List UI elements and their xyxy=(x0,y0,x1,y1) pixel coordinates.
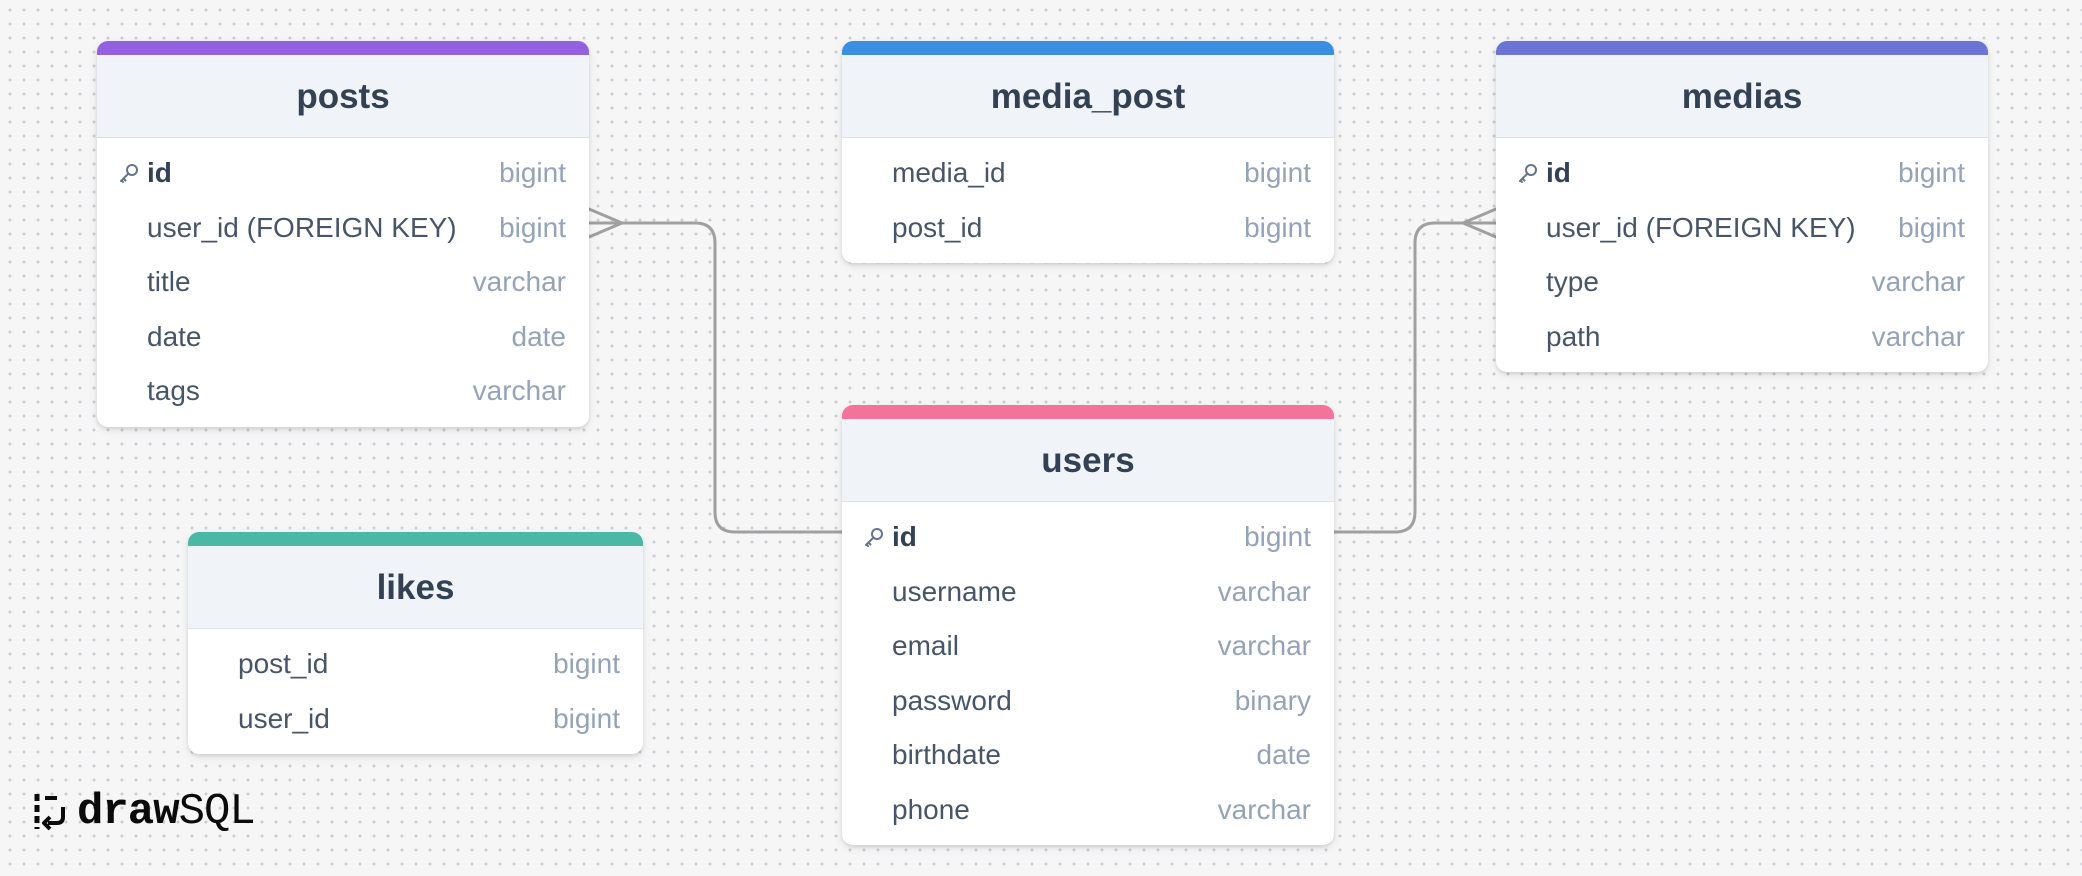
field-type: bigint xyxy=(553,648,620,680)
field-row-birthdate[interactable]: birthdate date xyxy=(842,728,1334,783)
field-row-date[interactable]: date date xyxy=(97,310,589,365)
field-row-path[interactable]: path varchar xyxy=(1496,310,1988,365)
field-name: user_id xyxy=(238,702,330,734)
field-row-tags[interactable]: tags varchar xyxy=(97,364,589,419)
table-users[interactable]: users id bigint username varchar email v… xyxy=(842,405,1334,845)
relation-users-posts[interactable] xyxy=(587,221,844,534)
field-name: post_id xyxy=(238,648,329,680)
field-name: password xyxy=(892,684,1012,716)
field-name: phone xyxy=(892,793,970,825)
crowfoot-medias-user-id xyxy=(1461,207,1498,239)
key-icon xyxy=(120,164,138,184)
field-row-password[interactable]: password binary xyxy=(842,674,1334,729)
field-name: user_id (FOREIGN KEY) xyxy=(1546,211,1856,243)
field-row-id[interactable]: id bigint xyxy=(1496,146,1988,201)
field-name: id xyxy=(147,157,172,189)
field-name: birthdate xyxy=(892,739,1001,771)
field-type: bigint xyxy=(1244,521,1311,553)
field-row-id[interactable]: id bigint xyxy=(97,146,589,201)
table-fields: post_id bigint user_id bigint xyxy=(188,629,643,754)
field-name: type xyxy=(1546,266,1599,298)
field-type: varchar xyxy=(1217,630,1311,662)
field-type: bigint xyxy=(1898,157,1965,189)
field-row-title[interactable]: title varchar xyxy=(97,255,589,310)
field-row-post-id[interactable]: post_id bigint xyxy=(842,201,1334,256)
table-header-users[interactable]: users xyxy=(842,405,1334,502)
table-header-media-post[interactable]: media_post xyxy=(842,41,1334,138)
table-header-posts[interactable]: posts xyxy=(97,41,589,138)
field-name: tags xyxy=(147,375,200,407)
field-type: bigint xyxy=(1244,157,1311,189)
logo-word-sql: SQL xyxy=(178,787,256,837)
field-name: username xyxy=(892,575,1017,607)
relation-users-medias[interactable] xyxy=(1332,221,1498,534)
table-fields: id bigint username varchar email varchar… xyxy=(842,502,1334,845)
table-posts[interactable]: posts id bigint user_id (FOREIGN KEY) bi… xyxy=(97,41,589,427)
table-title: posts xyxy=(296,76,390,116)
table-title: users xyxy=(1041,440,1135,480)
drawsql-logo: drawSQL xyxy=(31,787,256,837)
table-title: media_post xyxy=(990,76,1186,116)
field-type: varchar xyxy=(472,266,566,298)
field-name: id xyxy=(1546,157,1571,189)
field-row-user-id[interactable]: user_id bigint xyxy=(188,692,643,747)
table-medias[interactable]: medias id bigint user_id (FOREIGN KEY) b… xyxy=(1496,41,1988,372)
field-name: title xyxy=(147,266,191,298)
table-fields: media_id bigint post_id bigint xyxy=(842,138,1334,263)
field-name: id xyxy=(892,521,917,553)
crowfoot-posts-user-id xyxy=(587,207,624,239)
key-icon xyxy=(865,528,883,548)
table-title: medias xyxy=(1681,76,1803,116)
field-type: bigint xyxy=(1898,211,1965,243)
field-row-id[interactable]: id bigint xyxy=(842,510,1334,565)
drawsql-logo-text: drawSQL xyxy=(77,787,256,837)
field-name: user_id (FOREIGN KEY) xyxy=(147,211,457,243)
drawsql-logo-icon xyxy=(34,794,65,831)
field-row-media-id[interactable]: media_id bigint xyxy=(842,146,1334,201)
field-type: bigint xyxy=(553,702,620,734)
field-row-phone[interactable]: phone varchar xyxy=(842,783,1334,838)
table-header-medias[interactable]: medias xyxy=(1496,41,1988,138)
table-likes[interactable]: likes post_id bigint user_id bigint xyxy=(188,532,643,754)
field-row-user-id-foreign-key[interactable]: user_id (FOREIGN KEY) bigint xyxy=(97,201,589,256)
field-type: varchar xyxy=(1871,266,1965,298)
table-media-post[interactable]: media_post media_id bigint post_id bigin… xyxy=(842,41,1334,263)
field-type: bigint xyxy=(499,157,566,189)
field-row-email[interactable]: email varchar xyxy=(842,619,1334,674)
field-name: date xyxy=(147,320,202,352)
field-row-user-id-foreign-key[interactable]: user_id (FOREIGN KEY) bigint xyxy=(1496,201,1988,256)
field-type: binary xyxy=(1234,684,1311,716)
field-name: email xyxy=(892,630,959,662)
field-type: bigint xyxy=(499,211,566,243)
field-type: varchar xyxy=(1217,575,1311,607)
field-type: bigint xyxy=(1244,211,1311,243)
field-name: post_id xyxy=(892,211,983,243)
table-fields: id bigint user_id (FOREIGN KEY) bigint t… xyxy=(97,138,589,427)
field-type: date xyxy=(1256,739,1312,771)
logo-word-draw: draw xyxy=(77,787,180,837)
field-type: varchar xyxy=(472,375,566,407)
field-row-type[interactable]: type varchar xyxy=(1496,255,1988,310)
table-title: likes xyxy=(376,567,455,607)
table-header-likes[interactable]: likes xyxy=(188,532,643,629)
field-name: media_id xyxy=(892,157,1006,189)
table-fields: id bigint user_id (FOREIGN KEY) bigint t… xyxy=(1496,138,1988,372)
field-row-post-id[interactable]: post_id bigint xyxy=(188,637,643,692)
field-type: date xyxy=(511,320,567,352)
field-row-username[interactable]: username varchar xyxy=(842,565,1334,620)
key-icon xyxy=(1519,164,1537,184)
field-type: varchar xyxy=(1217,793,1311,825)
field-type: varchar xyxy=(1871,320,1965,352)
field-name: path xyxy=(1546,320,1601,352)
